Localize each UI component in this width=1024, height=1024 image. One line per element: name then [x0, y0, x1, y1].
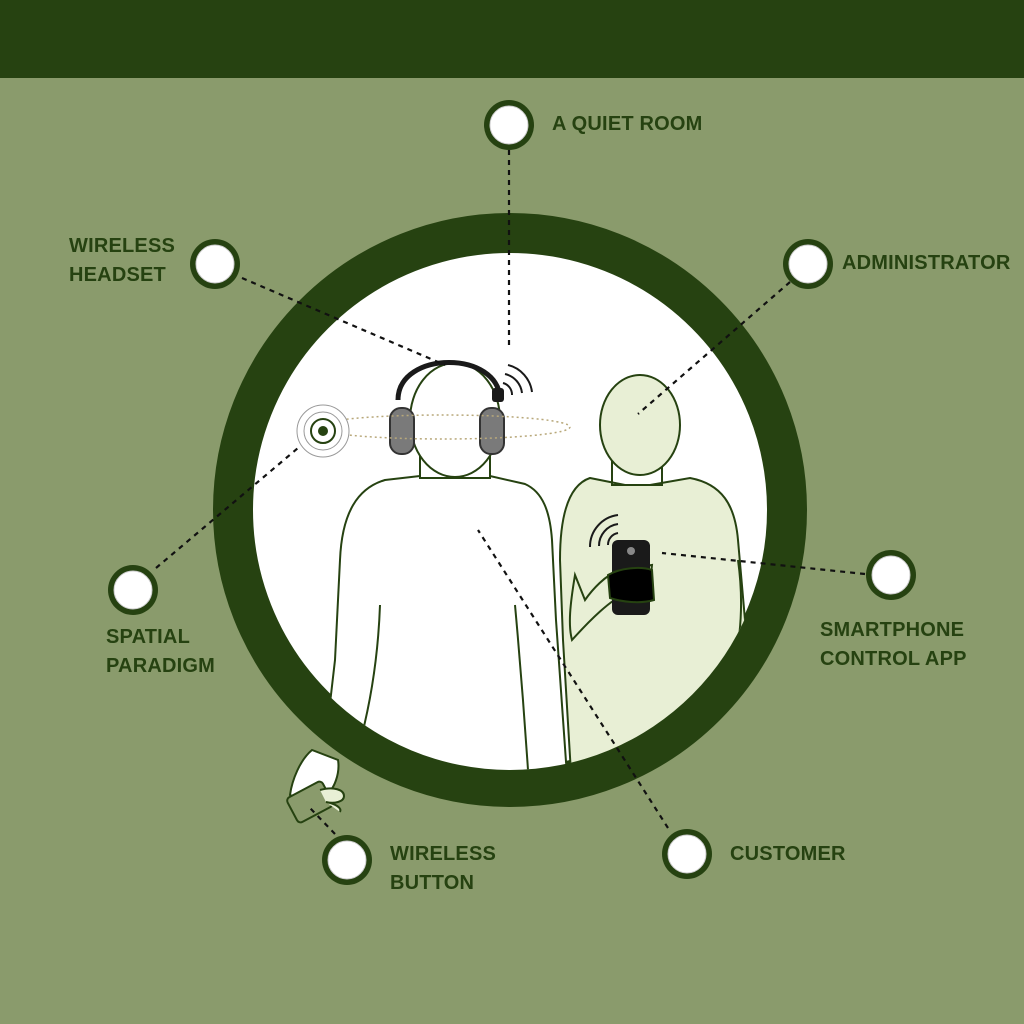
callout-marker-icon: [190, 239, 240, 289]
headset-band: [395, 360, 503, 401]
label-smartphone-control-app: SMARTPHONE CONTROL APP: [820, 616, 967, 674]
headset-cup-right: [479, 407, 505, 455]
wifi-signal-icon: [588, 514, 619, 548]
customer-arm-line-right: [514, 604, 529, 770]
callout-marker-icon: [484, 100, 534, 150]
label-administrator: ADMINISTRATOR: [842, 249, 1011, 278]
room-scene: [296, 360, 750, 770]
wireless-button-device-icon: [286, 748, 346, 824]
label-smartphone-control-app-line: SMARTPHONE: [820, 619, 965, 641]
label-spatial-paradigm: SPATIAL PARADIGM: [106, 623, 215, 681]
label-wireless-button: WIRELESS BUTTON: [390, 840, 496, 898]
smartphone-icon: [588, 514, 656, 615]
header-band: [0, 0, 1024, 78]
headset-icon: [389, 360, 533, 455]
label-spatial-paradigm-line: PARADIGM: [106, 655, 216, 677]
sound-source-icon: [296, 404, 350, 458]
label-customer: CUSTOMER: [730, 840, 846, 869]
leader-customer: [477, 529, 669, 829]
label-spatial-paradigm-line: SPATIAL: [106, 626, 190, 648]
customer-figure: [318, 362, 570, 770]
callout-marker-icon: [783, 239, 833, 289]
spatial-orbit: [315, 414, 571, 440]
label-wireless-button-line: WIRELESS: [390, 843, 497, 865]
leader-administrator: [637, 281, 791, 415]
label-smartphone-control-app-line: CONTROL APP: [820, 648, 967, 670]
leader-smartphone-control-app: [661, 551, 866, 576]
leader-wireless-button: [309, 807, 336, 835]
headset-cup-left: [389, 407, 415, 455]
label-quiet-room-line: A QUIET ROOM: [552, 113, 703, 135]
label-customer-line: CUSTOMER: [730, 843, 846, 865]
callout-marker-icon: [322, 835, 372, 885]
administrator-neck: [611, 455, 663, 486]
label-quiet-room: A QUIET ROOM: [552, 110, 703, 139]
wifi-signal-icon: [502, 364, 533, 396]
callout-markers: [108, 100, 916, 885]
label-wireless-headset: WIRELESS HEADSET: [69, 232, 175, 290]
label-wireless-headset-line: HEADSET: [69, 264, 166, 286]
customer-fingers: [319, 787, 346, 813]
smartphone-camera: [627, 547, 635, 555]
label-wireless-button-line: BUTTON: [390, 872, 475, 894]
administrator-hand: [606, 566, 656, 604]
customer-body: [318, 475, 570, 770]
callout-marker-icon: [662, 829, 712, 879]
label-wireless-headset-line: WIRELESS: [69, 235, 176, 257]
callout-marker-icon: [108, 565, 158, 615]
leader-wireless-headset: [241, 276, 446, 367]
callout-marker-icon: [866, 550, 916, 600]
label-administrator-line: ADMINISTRATOR: [842, 252, 1011, 274]
administrator-head: [599, 374, 681, 476]
callout-leaders: [155, 150, 866, 835]
headset-transmitter: [492, 388, 504, 402]
leader-spatial-paradigm: [155, 447, 299, 569]
